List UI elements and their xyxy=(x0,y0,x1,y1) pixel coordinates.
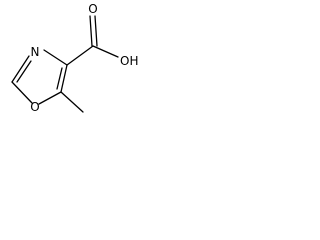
bond-c-oh xyxy=(92,45,119,58)
bond-o1-c2 xyxy=(11,81,33,104)
bond-c5-o1 xyxy=(38,91,62,105)
bond-carbonyl-1 xyxy=(89,15,93,47)
chemical-structure: O OH N O xyxy=(11,2,138,114)
atom-label-ring-nitrogen: N xyxy=(31,45,40,59)
bond-c4-carboxyl xyxy=(66,45,94,66)
atom-label-carbonyl-oxygen: O xyxy=(88,2,97,16)
bond-c4-c5 xyxy=(60,64,68,93)
bond-c4-c5-inner xyxy=(56,67,63,90)
bond-c2-n3-inner xyxy=(16,60,32,83)
bond-n3-c4 xyxy=(43,49,68,66)
atom-label-hydroxyl: OH xyxy=(120,54,138,68)
atom-label-ring-oxygen: O xyxy=(30,100,39,114)
bond-carbonyl-2 xyxy=(94,15,98,47)
bond-c5-methyl xyxy=(60,91,84,113)
bond-c2-n3 xyxy=(11,55,30,83)
